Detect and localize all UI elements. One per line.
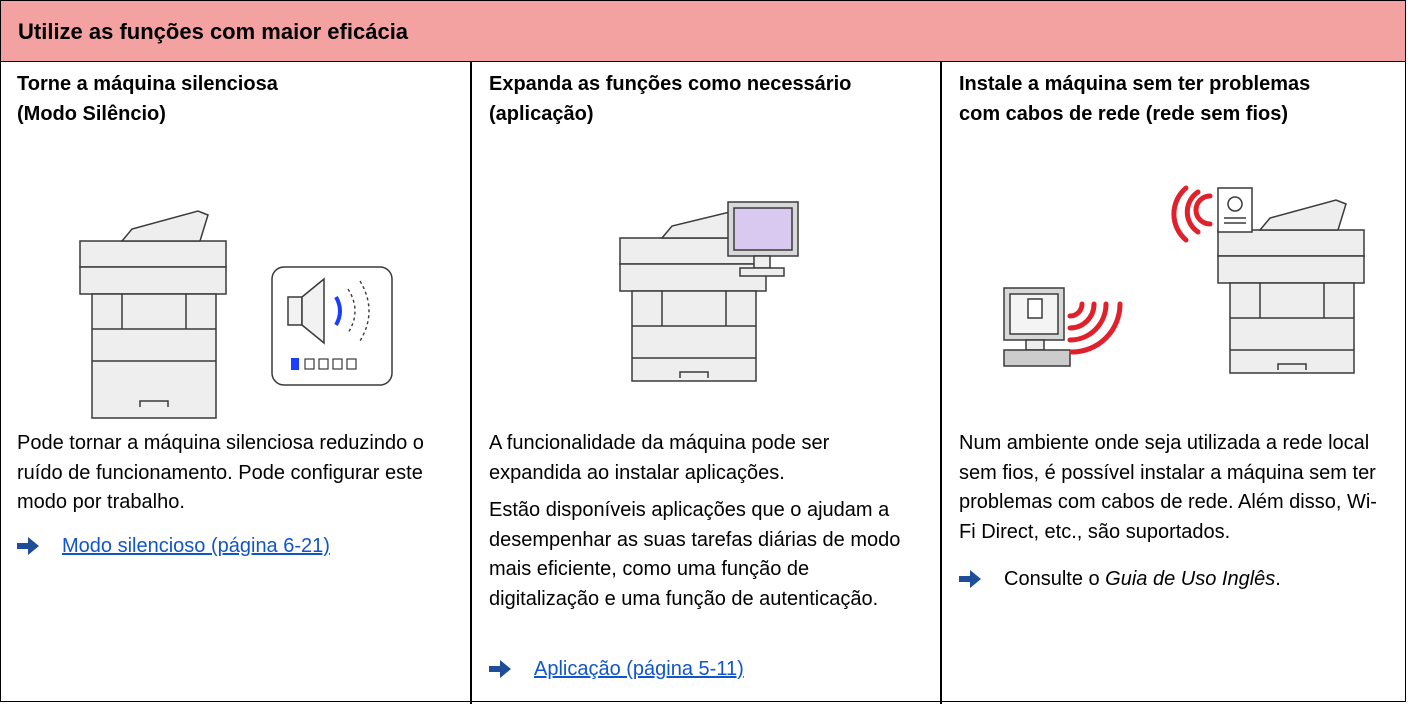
- section-title: Utilize as funções com maior eficácia: [18, 19, 409, 44]
- arrow-right-icon: [489, 660, 511, 678]
- column-quiet-mode: Torne a máquina silenciosa (Modo Silênci…: [0, 61, 471, 704]
- column-title: Instale a máquina sem ter problemas com …: [959, 73, 1311, 125]
- column-description: Pode tornar a máquina silenciosa reduzin…: [17, 432, 424, 513]
- column-title: Torne a máquina silenciosa (Modo Silênci…: [17, 73, 278, 125]
- reference-link-row[interactable]: Modo silencioso (página 6-21): [17, 531, 330, 561]
- column-description: Num ambiente onde seja utilizada a rede …: [959, 432, 1377, 543]
- printer-monitor-illustration: [619, 201, 799, 382]
- arrow-right-icon: [17, 537, 39, 555]
- wireless-network-illustration: [1003, 185, 1365, 374]
- column-description: A funcionalidade da máquina pode ser exp…: [489, 432, 901, 610]
- section-header: Utilize as funções com maior eficácia: [0, 0, 1406, 62]
- column-title: Expanda as funções como necessário (apli…: [489, 73, 852, 125]
- column-application: Expanda as funções como necessário (apli…: [470, 61, 940, 704]
- application-link[interactable]: Aplicação (página 5-11): [534, 658, 744, 680]
- reference-text: Consulte o Guia de Uso Inglês.: [1004, 568, 1281, 590]
- arrow-right-icon: [959, 570, 981, 588]
- printer-quiet-illustration: [79, 210, 393, 419]
- reference-link-row[interactable]: Aplicação (página 5-11): [489, 654, 744, 684]
- column-wireless: Instale a máquina sem ter problemas com …: [940, 61, 1408, 704]
- reference-row: Consulte o Guia de Uso Inglês.: [959, 564, 1281, 594]
- quiet-mode-link[interactable]: Modo silencioso (página 6-21): [62, 535, 330, 557]
